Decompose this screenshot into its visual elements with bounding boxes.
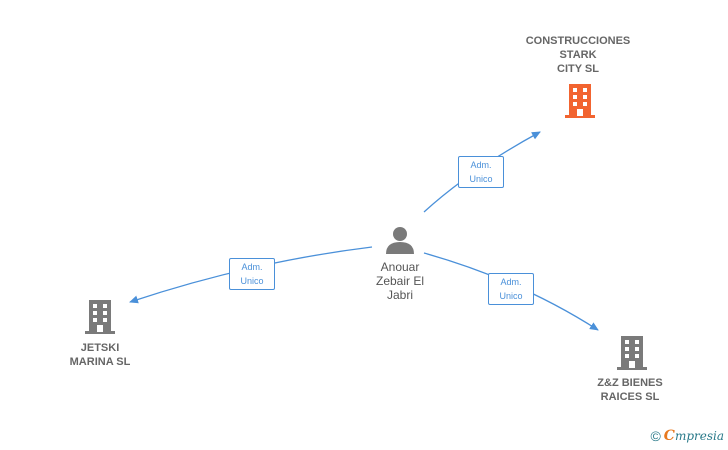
person-name-line-2: Zebair El [375, 274, 425, 288]
company-name-line-1: JETSKI [80, 342, 120, 354]
building-icon[interactable] [616, 336, 648, 370]
edge-label-jetski[interactable]: Adm. Unico [229, 258, 275, 290]
edge-label-line-1: Adm. [500, 277, 522, 287]
edge-label-zz[interactable]: Adm. Unico [488, 273, 534, 305]
company-name-line-2: STARK [559, 49, 597, 61]
copyright-symbol: © [650, 428, 661, 444]
person-icon[interactable] [385, 226, 415, 254]
brand-name: mpresia [674, 429, 724, 443]
company-label-construcciones[interactable]: CONSTRUCCIONES STARK CITY SL [508, 34, 648, 76]
building-icon[interactable] [564, 84, 596, 118]
company-name-line-2: MARINA SL [69, 356, 131, 368]
company-name-line-1: CONSTRUCCIONES [525, 35, 631, 47]
edge-label-line-1: Adm. [470, 160, 492, 170]
brand-initial: C [663, 428, 675, 444]
edge-label-line-1: Adm. [241, 262, 263, 272]
person-name[interactable]: Anouar Zebair El Jabri [355, 260, 445, 302]
company-name-line-1: Z&Z BIENES [597, 377, 663, 389]
building-icon[interactable] [84, 300, 116, 334]
person-name-line-1: Anouar [380, 260, 420, 274]
company-label-zz[interactable]: Z&Z BIENES RAICES SL [580, 376, 680, 404]
edge-label-line-2: Unico [499, 291, 523, 301]
edge-label-line-2: Unico [469, 174, 493, 184]
edge-label-construcciones[interactable]: Adm. Unico [458, 156, 504, 188]
edge-label-line-2: Unico [240, 276, 264, 286]
person-name-line-3: Jabri [386, 288, 413, 302]
company-name-line-3: CITY SL [557, 63, 599, 75]
company-label-jetski[interactable]: JETSKI MARINA SL [50, 341, 150, 369]
company-name-line-2: RAICES SL [600, 391, 660, 403]
